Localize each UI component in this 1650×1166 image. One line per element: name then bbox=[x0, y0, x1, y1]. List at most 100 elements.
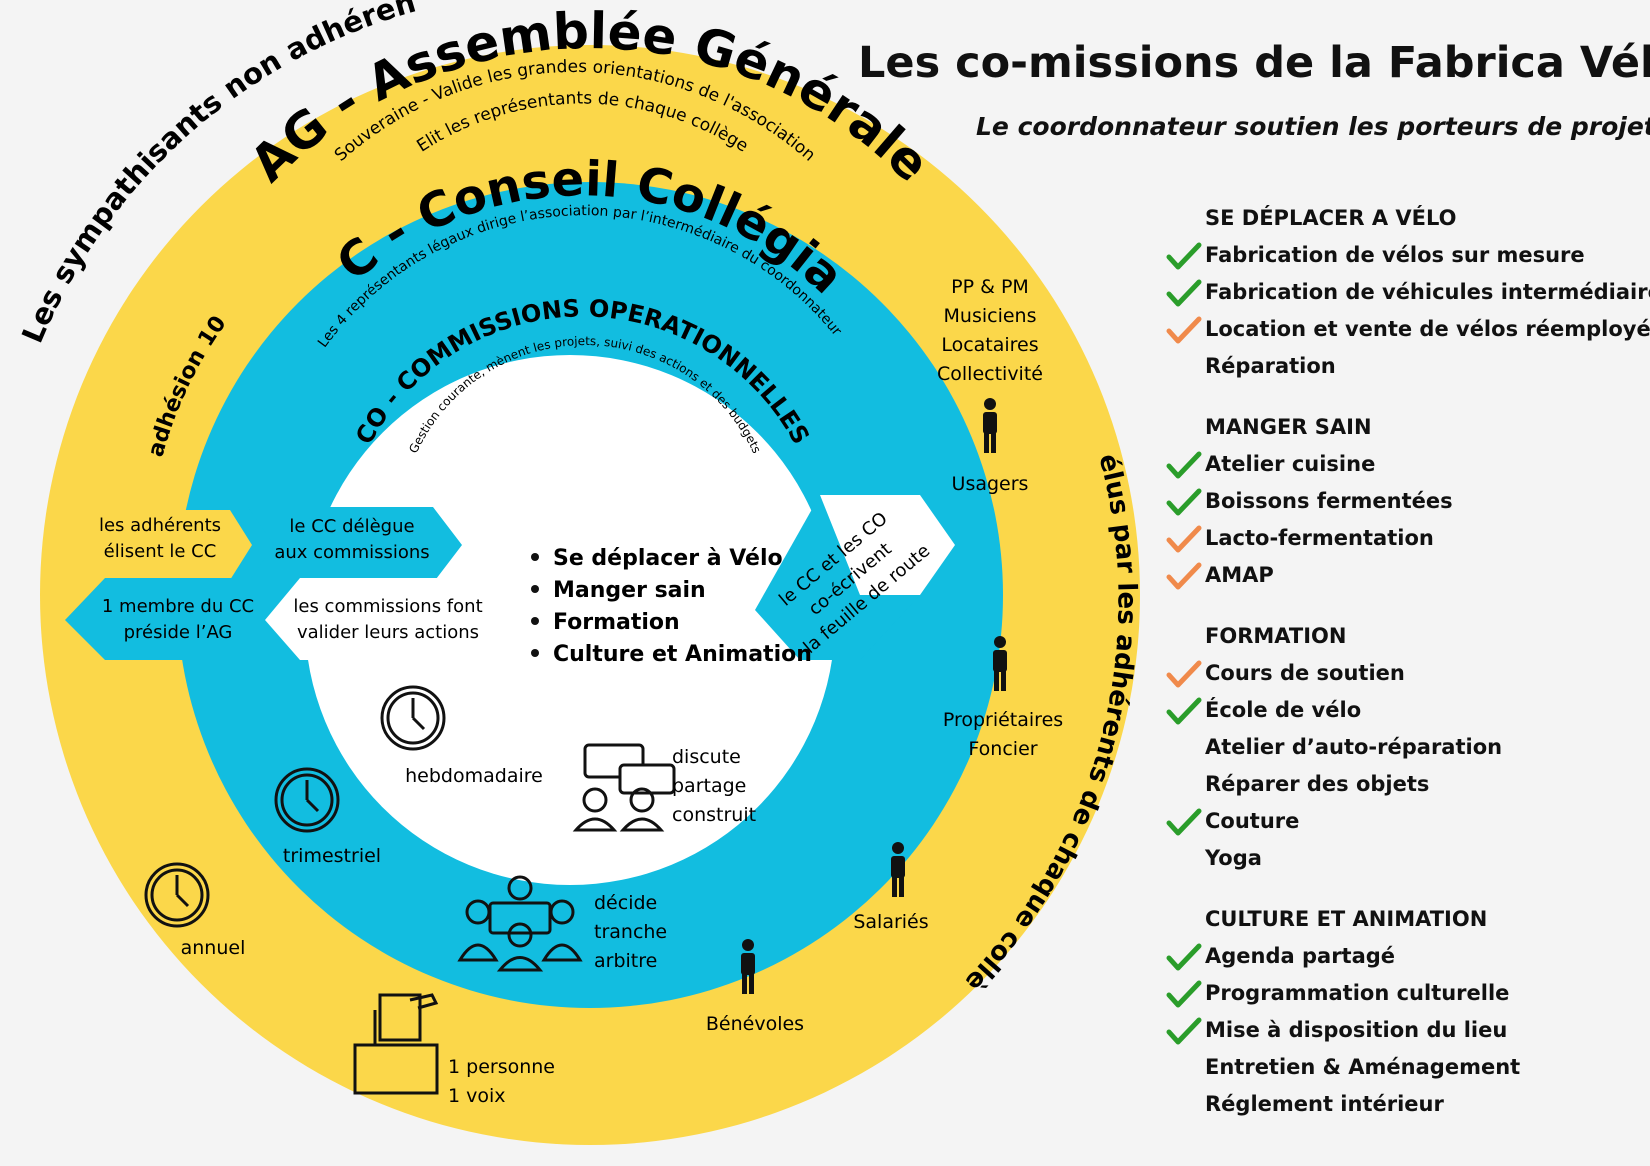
project-label: Réglement intérieur bbox=[1205, 1092, 1444, 1116]
action-co-1: discute bbox=[672, 746, 741, 768]
project-item: AMAP bbox=[1165, 557, 1645, 594]
person-icon-benevoles bbox=[741, 939, 755, 994]
page-subtitle: Le coordonnateur soutien les porteurs de… bbox=[976, 112, 1650, 141]
action-cc: décide tranche arbitre bbox=[594, 892, 667, 972]
project-label: AMAP bbox=[1205, 563, 1274, 587]
freq-hebdo: hebdomadaire bbox=[405, 765, 543, 787]
usagers-list-1: PP & PM bbox=[951, 276, 1029, 298]
action-cc-1: décide bbox=[594, 892, 657, 914]
arrow-valider-l2: valider leurs actions bbox=[297, 622, 479, 643]
meeting-icon bbox=[457, 875, 583, 972]
usagers-list-2: Musiciens bbox=[944, 305, 1037, 327]
check-done-icon bbox=[1166, 943, 1202, 971]
discussion-icon bbox=[572, 743, 676, 832]
project-label: Entretien & Aménagement bbox=[1205, 1055, 1521, 1079]
project-label: Atelier d’auto-réparation bbox=[1205, 735, 1503, 759]
project-item: Agenda partagé bbox=[1165, 938, 1645, 975]
project-item: Boissons fermentées bbox=[1165, 483, 1645, 520]
action-cc-2: tranche bbox=[594, 921, 667, 943]
commissions-list: SE DÉPLACER A VÉLO Fabrication de vélos s… bbox=[1165, 200, 1650, 1147]
college-usagers: Usagers bbox=[952, 473, 1029, 495]
project-label: Mise à disposition du lieu bbox=[1205, 1018, 1508, 1042]
check-done-icon bbox=[1166, 242, 1202, 270]
project-label: Location et vente de vélos réemployés bbox=[1205, 317, 1650, 341]
project-label: Atelier cuisine bbox=[1205, 452, 1376, 476]
arrow-delegue: le CC délègue aux commissions bbox=[248, 507, 462, 583]
arrow-valider-l1: les commissions font bbox=[293, 596, 482, 617]
project-label: Agenda partagé bbox=[1205, 944, 1396, 968]
project-item: Atelier d’auto-réparation bbox=[1165, 729, 1645, 766]
project-item: Réparer des objets bbox=[1165, 766, 1645, 803]
person-icon-usagers bbox=[983, 398, 997, 453]
check-done-icon bbox=[1166, 488, 1202, 516]
clock-icon-trim bbox=[274, 767, 340, 833]
college-benevoles: Bénévoles bbox=[706, 1013, 804, 1035]
project-label: Programmation culturelle bbox=[1205, 981, 1510, 1005]
person-icon-salaries bbox=[891, 842, 905, 897]
arrow-preside-l2: préside l’AG bbox=[124, 622, 233, 643]
check-done-icon bbox=[1166, 980, 1202, 1008]
project-item: Mise à disposition du lieu bbox=[1165, 1012, 1645, 1049]
person-icon-proprietaires bbox=[993, 636, 1007, 691]
arrow-delegue-l2: aux commissions bbox=[274, 542, 429, 563]
project-item: Fabrication de véhicules intermédiaire bbox=[1165, 274, 1650, 311]
arrow-adherents-l2: élisent le CC bbox=[104, 541, 217, 562]
project-item: Programmation culturelle bbox=[1165, 975, 1645, 1012]
project-item: Réglement intérieur bbox=[1165, 1086, 1645, 1123]
project-label: Réparer des objets bbox=[1205, 772, 1430, 796]
action-ag-2: 1 voix bbox=[448, 1085, 506, 1107]
project-item: Yoga bbox=[1165, 840, 1645, 877]
arrow-adherents: les adhérents élisent le CC bbox=[75, 510, 252, 580]
section-title: CULTURE ET ANIMATION bbox=[1205, 907, 1488, 931]
project-label: École de vélo bbox=[1205, 698, 1362, 722]
check-progress-icon bbox=[1166, 562, 1202, 590]
project-label: Cours de soutien bbox=[1205, 661, 1405, 685]
college-salaries: Salariés bbox=[853, 911, 928, 933]
usagers-list-4: Collectivité bbox=[937, 363, 1043, 385]
co-bullets: Se déplacer à Vélo Manger sain Formation… bbox=[531, 546, 812, 667]
arrow-preside-l1: 1 membre du CC bbox=[102, 596, 254, 617]
project-label: Yoga bbox=[1205, 846, 1262, 870]
project-label: Réparation bbox=[1205, 354, 1336, 378]
clock-icon-hebdo bbox=[380, 685, 446, 751]
project-item: Réparation bbox=[1165, 348, 1645, 385]
college-usagers-list: PP & PM Musiciens Locataires Collectivit… bbox=[937, 276, 1043, 385]
co-bullet-4: Culture et Animation bbox=[553, 642, 812, 667]
section-title: SE DÉPLACER A VÉLO bbox=[1205, 206, 1457, 230]
arrow-preside: 1 membre du CC préside l’AG bbox=[65, 578, 262, 660]
section-title: MANGER SAIN bbox=[1205, 415, 1372, 439]
check-done-icon bbox=[1166, 451, 1202, 479]
usagers-list-3: Locataires bbox=[941, 334, 1038, 356]
co-bullet-1: Se déplacer à Vélo bbox=[553, 546, 783, 571]
clock-icon-annuel bbox=[144, 862, 210, 928]
governance-diagram: Les sympathisants non adhérents AG - Ass… bbox=[0, 0, 1141, 1145]
co-bullet-2: Manger sain bbox=[553, 578, 706, 603]
project-label: Fabrication de véhicules intermédiaire bbox=[1205, 280, 1650, 304]
action-ag-1: 1 personne bbox=[448, 1056, 555, 1078]
project-item: Lacto-fermentation bbox=[1165, 520, 1645, 557]
project-label: Fabrication de vélos sur mesure bbox=[1205, 243, 1585, 267]
arrow-delegue-l1: le CC délègue bbox=[289, 516, 414, 537]
action-co-2: partage bbox=[672, 775, 746, 797]
check-done-icon bbox=[1166, 697, 1202, 725]
action-ag: 1 personne 1 voix bbox=[448, 1056, 555, 1107]
project-item: Location et vente de vélos réemployés bbox=[1165, 311, 1650, 348]
section-title: FORMATION bbox=[1205, 624, 1347, 648]
freq-trim: trimestriel bbox=[283, 845, 381, 867]
check-progress-icon bbox=[1166, 525, 1202, 553]
freq-annuel: annuel bbox=[181, 937, 246, 959]
college-proprietaires-2: Foncier bbox=[968, 738, 1037, 760]
check-progress-icon bbox=[1166, 660, 1202, 688]
project-item: Fabrication de vélos sur mesure bbox=[1165, 237, 1645, 274]
check-progress-icon bbox=[1166, 316, 1202, 344]
project-item: Couture bbox=[1165, 803, 1645, 840]
check-done-icon bbox=[1166, 1017, 1202, 1045]
page-title: Les co-missions de la Fabrica Vélo bbox=[858, 38, 1650, 88]
co-bullet-3: Formation bbox=[553, 610, 680, 635]
action-co-3: construit bbox=[672, 804, 756, 826]
project-item: Entretien & Aménagement bbox=[1165, 1049, 1645, 1086]
project-label: Boissons fermentées bbox=[1205, 489, 1453, 513]
